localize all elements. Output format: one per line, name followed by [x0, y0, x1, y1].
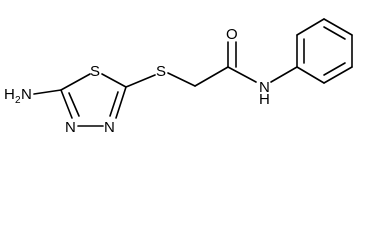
- bond-ph-2-3: [296, 18, 325, 36]
- atom-label-amide-n: N: [259, 79, 270, 96]
- bond-c2-n3-double: [109, 91, 119, 117]
- atom-label-amide-h: H: [259, 91, 270, 108]
- bond-amide-n-phenyl: [270, 66, 298, 83]
- bond-thioether-s-ch2: [167, 72, 196, 87]
- bond-c2-n3: [115, 86, 127, 119]
- structure-canvas: H 2 N S N N S O N H: [4, 18, 353, 136]
- bond-c2-thioether-s: [125, 74, 156, 88]
- atom-label-amine-h-count: 2: [15, 95, 21, 106]
- bond-ph-3-4: [323, 18, 353, 36]
- bond-ph-3-4-double: [323, 26, 346, 40]
- chemical-structure-diagram: H 2 N S N N S O N H: [4, 18, 353, 136]
- bond-n4-c5-double: [68, 92, 80, 117]
- bond-c5-s1: [60, 73, 91, 91]
- bond-n4-c5: [60, 89, 73, 119]
- bond-s1-c2: [101, 73, 127, 88]
- bond-ph-6-1: [296, 66, 325, 84]
- bond-ph-5-6: [323, 66, 353, 84]
- atom-label-ring-n-left: N: [65, 119, 76, 136]
- bond-carbonyl-c-amide-n: [227, 66, 257, 83]
- bond-ph-5-6-double: [323, 62, 346, 76]
- atom-label-amine-n: N: [21, 86, 32, 103]
- atom-label-thioether-s: S: [156, 63, 166, 80]
- bond-ch2-carbonyl-c: [194, 66, 229, 87]
- atom-label-carbonyl-o: O: [226, 26, 238, 43]
- atom-label-ring-n-right: N: [104, 119, 115, 136]
- atom-label-amine-h: H: [4, 86, 15, 103]
- bond-amine-c5: [33, 89, 62, 95]
- atom-label-ring-s: S: [90, 63, 100, 80]
